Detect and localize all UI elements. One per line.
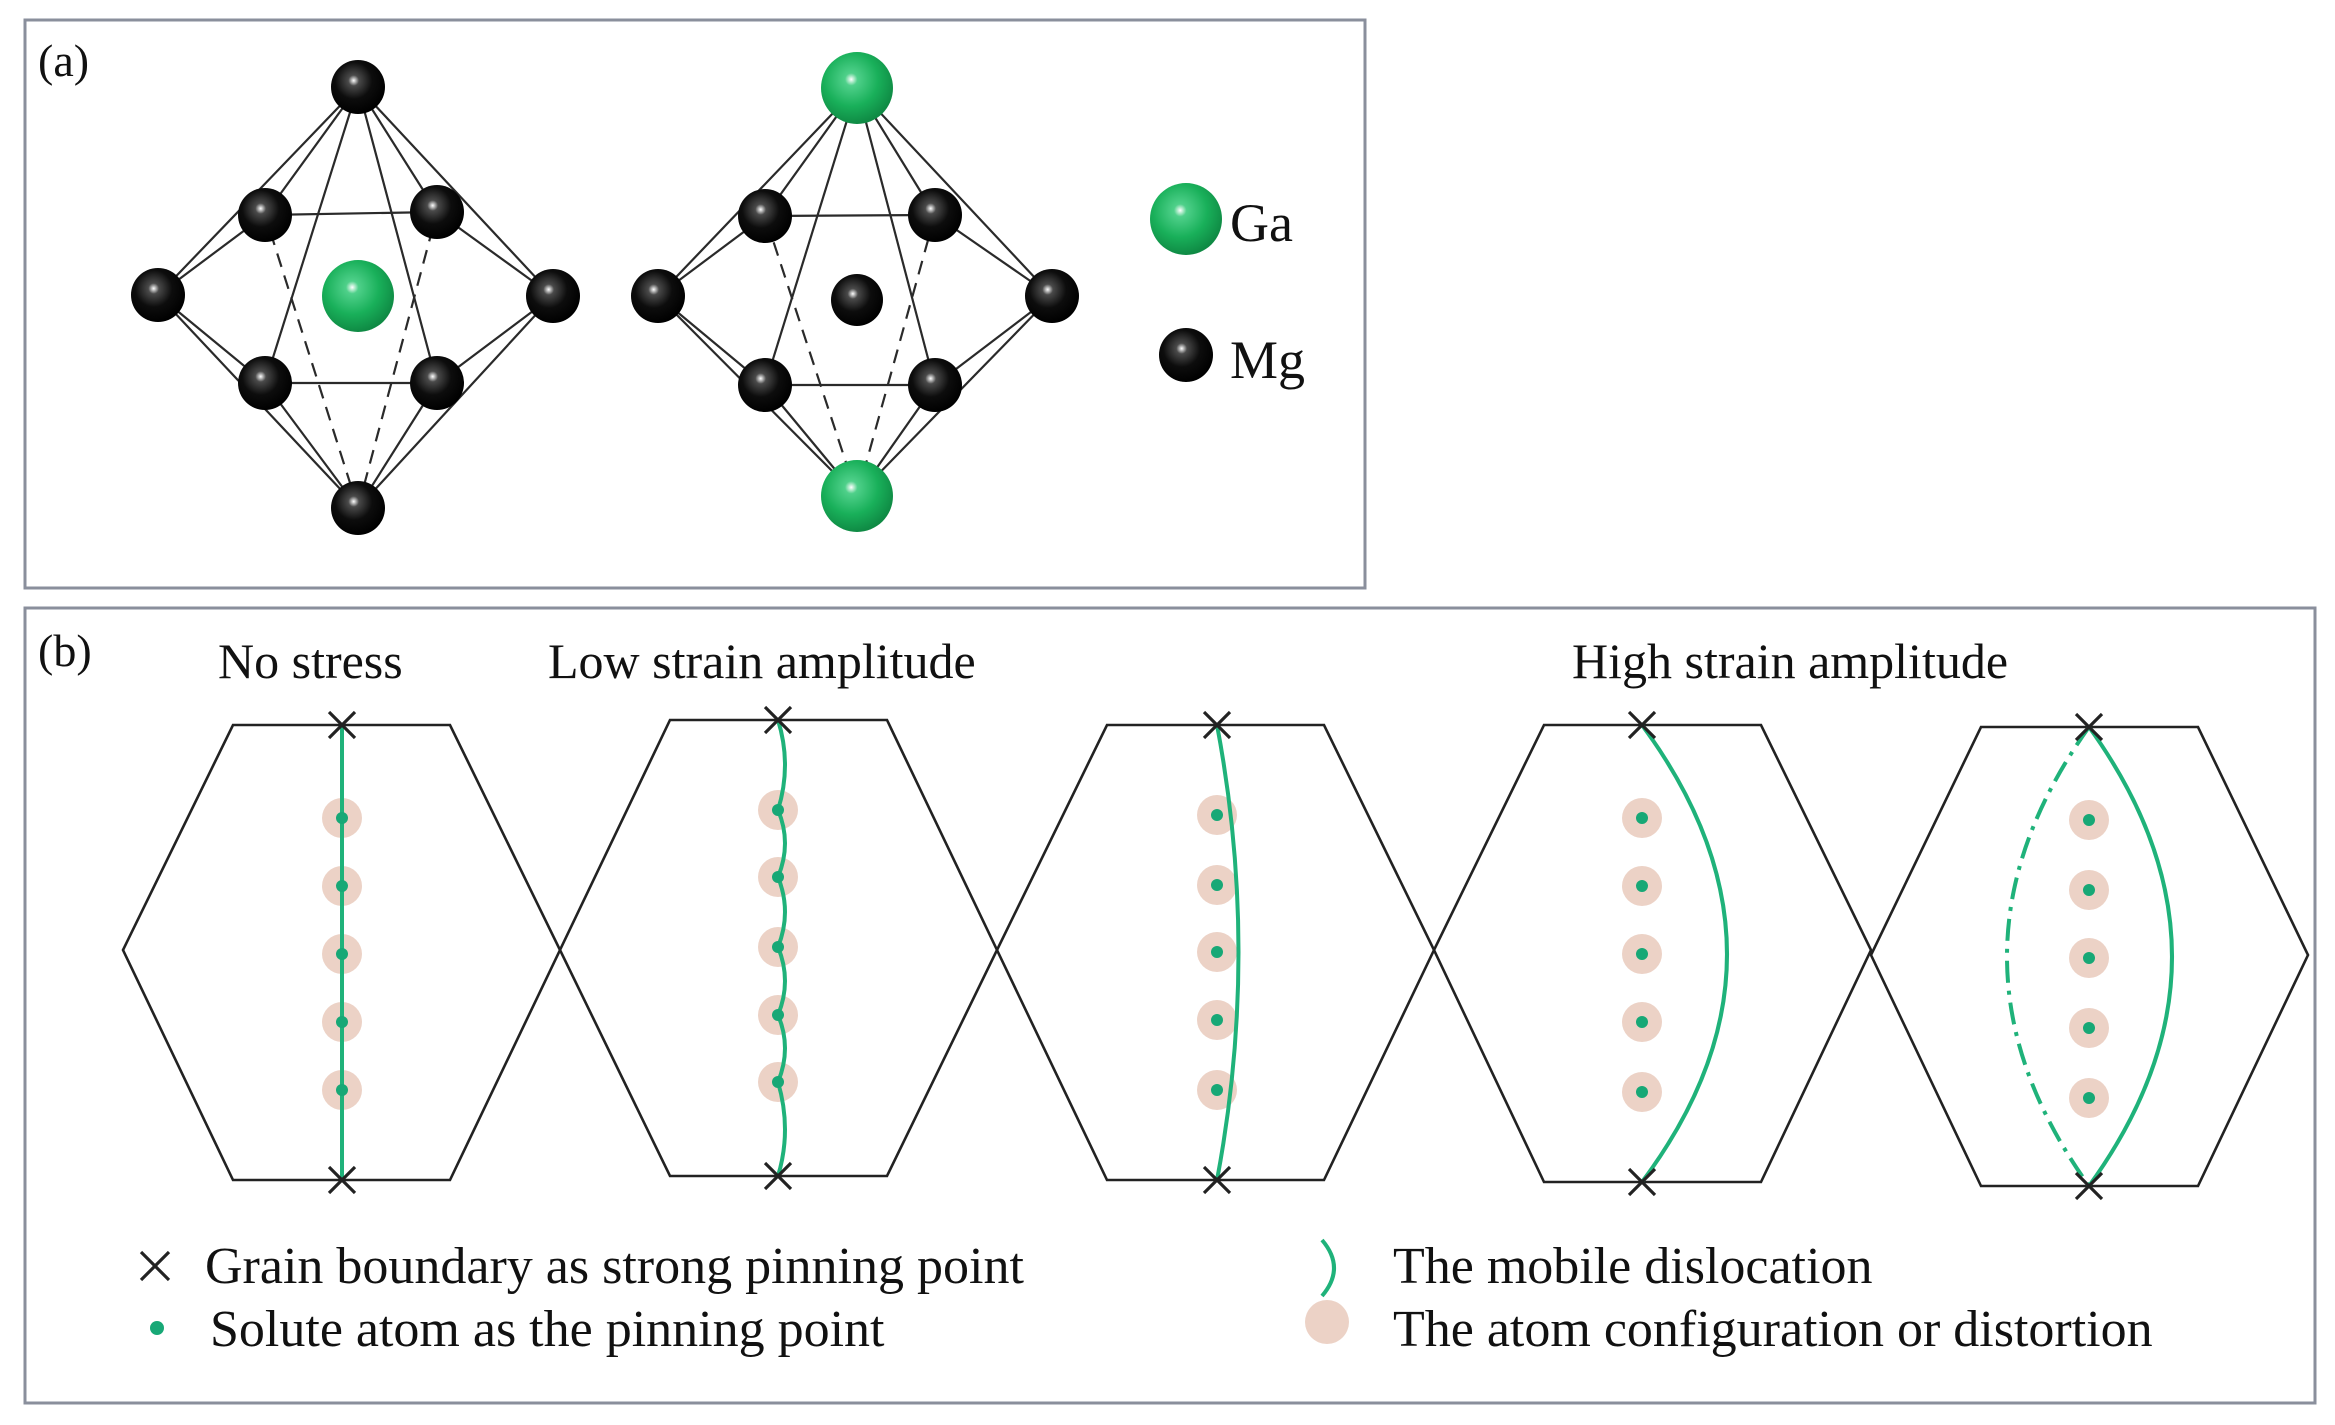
- panel-b-frame: [23, 606, 2317, 1405]
- mobile-dislocation: [1215, 724, 1241, 1181]
- dislocation-line-icon: [1320, 1238, 1336, 1298]
- pinning-cross: [763, 705, 793, 735]
- solute-atom: [1211, 946, 1223, 958]
- solute-atom: [1636, 1086, 1648, 1098]
- panel-b: (b) No stress Low strain amplitude High …: [23, 606, 2317, 1405]
- legend-mg-label: Mg: [1230, 330, 1305, 390]
- dislocation-previous-position: [2005, 725, 2091, 1188]
- grain-hexagon: [1432, 723, 1873, 1184]
- octahedron-ga-centre: [131, 60, 580, 535]
- ga-atom: [821, 52, 893, 124]
- mg-atom: [526, 269, 580, 323]
- panel-b-legend: Grain boundary as strong pinning point S…: [139, 1238, 2153, 1358]
- title-low-strain: Low strain amplitude: [548, 633, 976, 689]
- solute-atom: [1211, 1084, 1223, 1096]
- mg-atom: [331, 481, 385, 535]
- solute-atom: [1211, 879, 1223, 891]
- solute-atom: [336, 812, 348, 824]
- solute-atom: [2083, 1022, 2095, 1034]
- ga-atom: [821, 460, 893, 532]
- title-high-strain: High strain amplitude: [1572, 633, 2008, 689]
- legend-distortion-label: The atom configuration or distortion: [1393, 1301, 2153, 1358]
- mg-atom: [831, 274, 883, 326]
- solute-atom: [1211, 1014, 1223, 1026]
- pinning-cross: [1202, 1165, 1232, 1195]
- octahedron-ga-apices: [631, 52, 1079, 532]
- panel-a-legend: Ga Mg: [1150, 183, 1305, 390]
- distortion-circle-icon: [1305, 1300, 1349, 1344]
- mg-atom: [331, 60, 385, 114]
- mg-atom: [908, 358, 962, 412]
- pinning-cross: [327, 1165, 357, 1195]
- legend-dislocation-label: The mobile dislocation: [1393, 1238, 1872, 1295]
- mg-atom: [410, 356, 464, 410]
- solute-atom: [772, 1009, 784, 1021]
- grain-no-stress: [121, 710, 562, 1195]
- grain-hexagon: [121, 723, 562, 1182]
- solute-atom: [2083, 884, 2095, 896]
- pinning-cross: [2074, 712, 2104, 742]
- mg-atom: [1159, 328, 1213, 382]
- grain-hexagon: [558, 718, 999, 1178]
- grain-high-strain-1: [1432, 710, 1873, 1197]
- legend-ga-label: Ga: [1230, 193, 1293, 253]
- mobile-dislocation: [1640, 723, 1729, 1184]
- mg-atom: [238, 188, 292, 242]
- pinning-cross: [763, 1161, 793, 1191]
- cross-icon: [139, 1250, 171, 1282]
- mg-atom: [410, 185, 464, 239]
- mg-atom: [1025, 269, 1079, 323]
- ga-atom: [322, 260, 394, 332]
- mg-atom: [908, 188, 962, 242]
- solute-atom: [2083, 1092, 2095, 1104]
- solute-atom: [1636, 948, 1648, 960]
- solute-atom: [772, 871, 784, 883]
- solute-atom: [1636, 812, 1648, 824]
- solute-atom: [1636, 880, 1648, 892]
- solute-atom: [772, 1076, 784, 1088]
- pinning-cross: [327, 710, 357, 740]
- mg-atom: [738, 189, 792, 243]
- grain-hexagon: [995, 723, 1436, 1182]
- pinning-cross: [2074, 1171, 2104, 1201]
- mobile-dislocation: [2087, 725, 2174, 1188]
- solute-atom: [1211, 809, 1223, 821]
- solute-atom: [772, 804, 784, 816]
- pinning-cross: [1627, 710, 1657, 740]
- ga-atom: [1150, 183, 1222, 255]
- solute-atom: [2083, 814, 2095, 826]
- solute-atom: [336, 1084, 348, 1096]
- solute-atom: [336, 1016, 348, 1028]
- grain-high-strain-2: [1869, 712, 2310, 1201]
- solute-atom: [2083, 952, 2095, 964]
- solute-dot-icon: [150, 1321, 164, 1335]
- solute-atom: [1636, 1016, 1648, 1028]
- pinning-cross: [1627, 1167, 1657, 1197]
- grain-low-strain-2: [995, 710, 1436, 1195]
- mg-atom: [631, 269, 685, 323]
- panel-a-frame: [23, 18, 1367, 590]
- pinning-cross: [1202, 710, 1232, 740]
- grain-low-strain-1: [558, 705, 999, 1191]
- mg-atom: [738, 358, 792, 412]
- legend-solute-label: Solute atom as the pinning point: [210, 1301, 885, 1358]
- solute-atom: [336, 880, 348, 892]
- title-no-stress: No stress: [218, 633, 403, 689]
- panel-a-label: (a): [38, 35, 89, 86]
- mg-atom: [131, 268, 185, 322]
- panel-b-label: (b): [38, 625, 92, 676]
- solute-atom: [772, 941, 784, 953]
- mg-atom: [238, 356, 292, 410]
- grain-hexagon: [1869, 725, 2310, 1188]
- solute-atom: [336, 948, 348, 960]
- legend-grain-boundary-label: Grain boundary as strong pinning point: [205, 1238, 1024, 1295]
- panel-a: (a): [23, 18, 1367, 590]
